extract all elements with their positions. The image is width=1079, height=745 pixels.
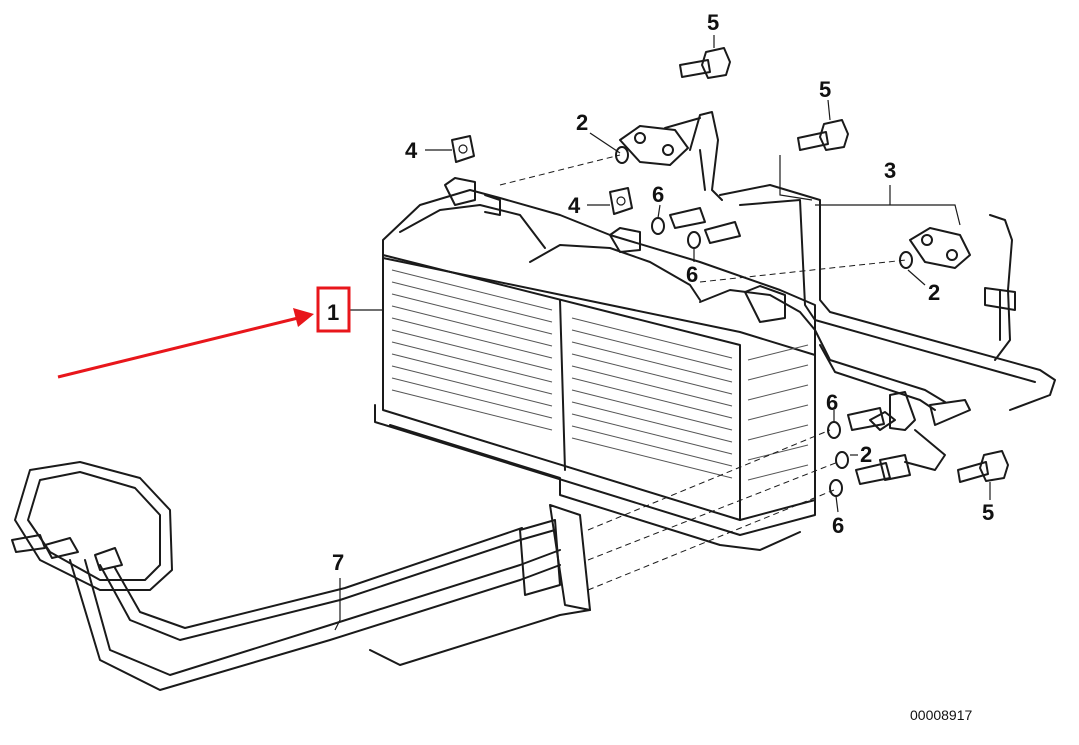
label-part-6-lower: 6 [832, 513, 844, 538]
label-part-5-lower: 5 [982, 500, 994, 525]
label-part-5-top: 5 [707, 10, 719, 35]
label-part-6-upper: 6 [652, 182, 664, 207]
label-part-3: 3 [884, 158, 896, 183]
label-part-7: 7 [332, 550, 344, 575]
label-part-5-middle: 5 [819, 77, 831, 102]
label-part-2-top: 2 [576, 110, 588, 135]
nut-left [451, 135, 475, 163]
label-part-6-right: 6 [826, 390, 838, 415]
highlight-box [316, 286, 351, 333]
bolt-lower-right [957, 450, 1009, 483]
label-part-2-right: 2 [928, 280, 940, 305]
pipe-seal-assembly [11, 461, 591, 691]
pipe-assembly [619, 111, 1056, 485]
bolt-middle [797, 119, 849, 151]
label-part-6-middle: 6 [686, 262, 698, 287]
highlight-arrow [57, 308, 314, 379]
drawing-code: 00008917 [910, 707, 973, 723]
label-part-4-left: 4 [405, 138, 418, 163]
heater-core [374, 177, 816, 551]
label-part-2-lower: 2 [860, 442, 872, 467]
nut-center [609, 187, 633, 215]
label-part-4-center: 4 [568, 193, 581, 218]
assembly-guides [499, 154, 907, 591]
bolt-top [679, 47, 731, 79]
label-part-1: 1 [327, 300, 339, 325]
leader-lines [334, 35, 991, 631]
